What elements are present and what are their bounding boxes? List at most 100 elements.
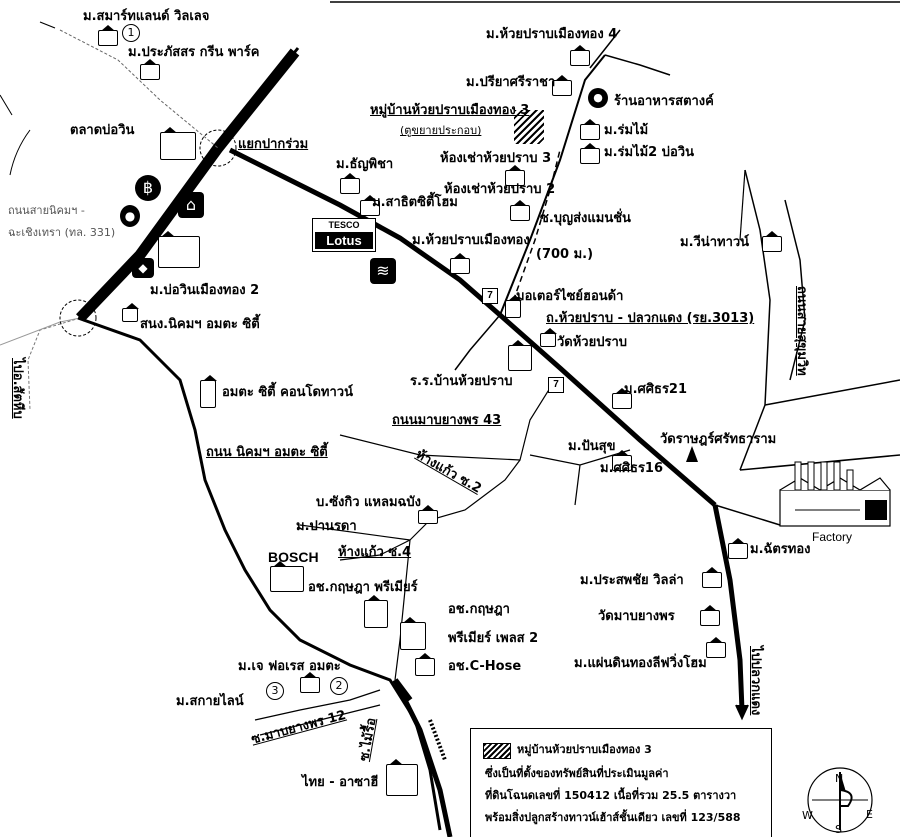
label-rommai2: ม.ร่มไม้2 บ่อวิน: [604, 145, 694, 160]
factory-building-icon: [386, 759, 418, 796]
label-punsuk: ม.ปันสุข: [568, 439, 616, 454]
house-icon: [702, 567, 722, 588]
label-sitthi21: ม.ศศิธร21: [624, 382, 688, 397]
label-motorcycle: มอเตอร์ไซย์ฮอนด้า: [516, 289, 624, 304]
house-icon: [570, 45, 590, 66]
tesco-lotus-logo: TESCO Lotus: [312, 218, 376, 252]
label-soi-bunsong: ซ.บุญส่งแมนชั่น: [540, 211, 631, 226]
seven-eleven-icon: 7: [548, 377, 564, 393]
label-chatthong: ม.ฉัตรทอง: [750, 542, 811, 557]
office-icon: [122, 303, 139, 322]
bosch-building-icon: [270, 561, 304, 592]
intersection-amata: [59, 299, 97, 337]
label-amata-condo: อมตะ ซิตี้ คอนโดทาวน์: [222, 385, 353, 400]
road-3013: [228, 147, 717, 507]
fuel-drop-icon: ●: [120, 205, 140, 227]
house-icon: [612, 388, 632, 409]
house-icon: [728, 538, 748, 559]
label-factory: Factory: [812, 530, 853, 544]
compass-s: S: [835, 823, 842, 836]
apartment-icon: [400, 617, 426, 650]
house-icon: [340, 173, 360, 194]
soi-bunsong: [509, 149, 561, 311]
lotus-logo-text: Lotus: [315, 232, 373, 249]
road-sukhumvit-e: [784, 199, 806, 381]
legend-line-2: ที่ดินโฉนดเลขที่ 150412 เนื้อที่รวม 25.5…: [485, 789, 737, 802]
road-sukhumvit-w: [739, 169, 771, 471]
label-hp-muangthong4: ม.ห้วยปราบเมืองทอง 4: [486, 27, 618, 42]
label-wat-huaiprap: วัดห้วยปราบ: [557, 335, 628, 350]
faint-road-west: [27, 317, 81, 411]
label-to-pluakdaeng: ไปปลวกแดง: [748, 646, 763, 716]
label-thai-asahi: ไทย - อาซาฮี: [302, 775, 379, 790]
seven-eleven-icon: 7: [482, 288, 498, 304]
market-icon: [160, 127, 196, 160]
tesco-logo-text: TESCO: [328, 220, 360, 230]
label-to-sattahip: ไปอ.สัตหีบ: [10, 358, 25, 419]
label-chose: อช.C-Hose: [448, 659, 522, 674]
faint-road-nw: [59, 29, 219, 149]
label-amata-office: สนง.นิคมฯ อมตะ ซิตี้: [140, 317, 260, 332]
legend-line-1: ซึ่งเป็นที่ตั้งของทรัพย์สินที่ประเมินมูล…: [485, 767, 669, 780]
label-smart-land: ม.สมาร์ทแลนด์ วิลเลจ: [83, 9, 210, 24]
road-soi-12: [254, 689, 381, 721]
label-company: บ.ซังกิว แหลมฉบัง: [316, 495, 421, 510]
label-jforest: ม.เจ ฟอเรส อมตะ: [238, 659, 341, 674]
label-faded-road-1: ถนนสายนิคมฯ -: [8, 204, 85, 217]
label-kritsada-premier: อช.กฤษฎา พรีเมียร์: [308, 580, 418, 595]
company-icon: [418, 505, 438, 524]
label-prapassorn: ม.ประภัสสร กรีน พาร์ค: [128, 45, 260, 60]
compass-n: N: [835, 772, 844, 785]
motorcycle-shop-icon: [505, 295, 522, 318]
house-icon: [505, 165, 525, 186]
label-rommai: ม.ร่มไม้: [604, 123, 649, 138]
label-wina-town: ม.วีน่าทาวน์: [680, 235, 750, 250]
apartment-icon: [415, 653, 435, 676]
intersection-pakrom: [199, 129, 237, 167]
label-bowin-muangthong2: ม.บ่อวินเมืองทอง 2: [150, 283, 260, 298]
house-icon: [762, 231, 782, 252]
factory-illustration: [779, 461, 891, 527]
house-icon: [580, 143, 600, 164]
road-north: [499, 54, 606, 316]
legend-box: หมู่บ้านห้วยปราบเมืองทอง 3 ซึ่งเป็นที่ตั…: [470, 728, 772, 837]
label-faded-road-2: ฉะเชิงเทรา (ทล. 331): [8, 226, 116, 239]
house-icon: [612, 450, 632, 471]
temple-icon: [540, 328, 557, 347]
village3-hatched-area: [514, 110, 544, 144]
label-pannada: ม.ปานรดา: [296, 519, 357, 534]
compass-w: W: [802, 809, 813, 822]
house-icon: [140, 59, 160, 80]
label-road-mabyangporn43: ถนนมาบยางพร 43: [392, 413, 502, 428]
label-wat-ratrat: วัดราษฎร์ศรัทธาราม: [660, 432, 777, 447]
house-icon: [98, 25, 118, 46]
label-talad-bowin: ตลาดบ่อวิน: [70, 123, 135, 138]
house-icon: [300, 672, 320, 693]
label-satit-city: ม.สาธิตซิตี้โฮม: [372, 195, 458, 210]
marker-2: 2: [330, 677, 348, 695]
wat-pagoda-icon: [686, 446, 698, 462]
road-soi-yaimai: [392, 678, 453, 837]
label-sitthi16: ม.ศศิธร16: [600, 461, 664, 476]
restaurant-icon: ●: [588, 88, 608, 108]
school-icon: [508, 340, 532, 371]
label-road-amata: ถนน นิคมฯ อมตะ ซิตี้: [206, 445, 328, 460]
label-wat-mabyangporn: วัดมาบยางพร: [598, 609, 675, 624]
label-preeya: ม.ปรียาศรีราชา: [466, 75, 556, 90]
label-hp-muangthong: ม.ห้วยปราบเมืองทอง: [412, 233, 530, 248]
label-dist-700: (700 ม.): [536, 247, 594, 262]
label-prasapchai: ม.ประสพชัย วิลล่า: [580, 573, 684, 588]
label-kritsada: อช.กฤษฎา: [448, 602, 510, 617]
house-icon: [706, 637, 726, 658]
legend-line-3: พร้อมสิ่งปลูกสร้างทาวน์เฮ้าส์ชั้นเดียว เ…: [485, 811, 741, 824]
bank-icon: ฿: [135, 175, 161, 201]
label-thanyapha: ม.ธัญพิชา: [336, 157, 394, 172]
label-restaurant: ร้านอาหารสตางค์: [614, 94, 714, 109]
bank-icon: ⌂: [178, 192, 204, 218]
compass-rose: [807, 767, 873, 833]
label-school: ร.ร.บ้านห้วยปราบ: [410, 374, 513, 389]
label-village3: หมู่บ้านห้วยปราบเมืองทอง 3: [370, 103, 530, 118]
house-icon: [580, 119, 600, 140]
